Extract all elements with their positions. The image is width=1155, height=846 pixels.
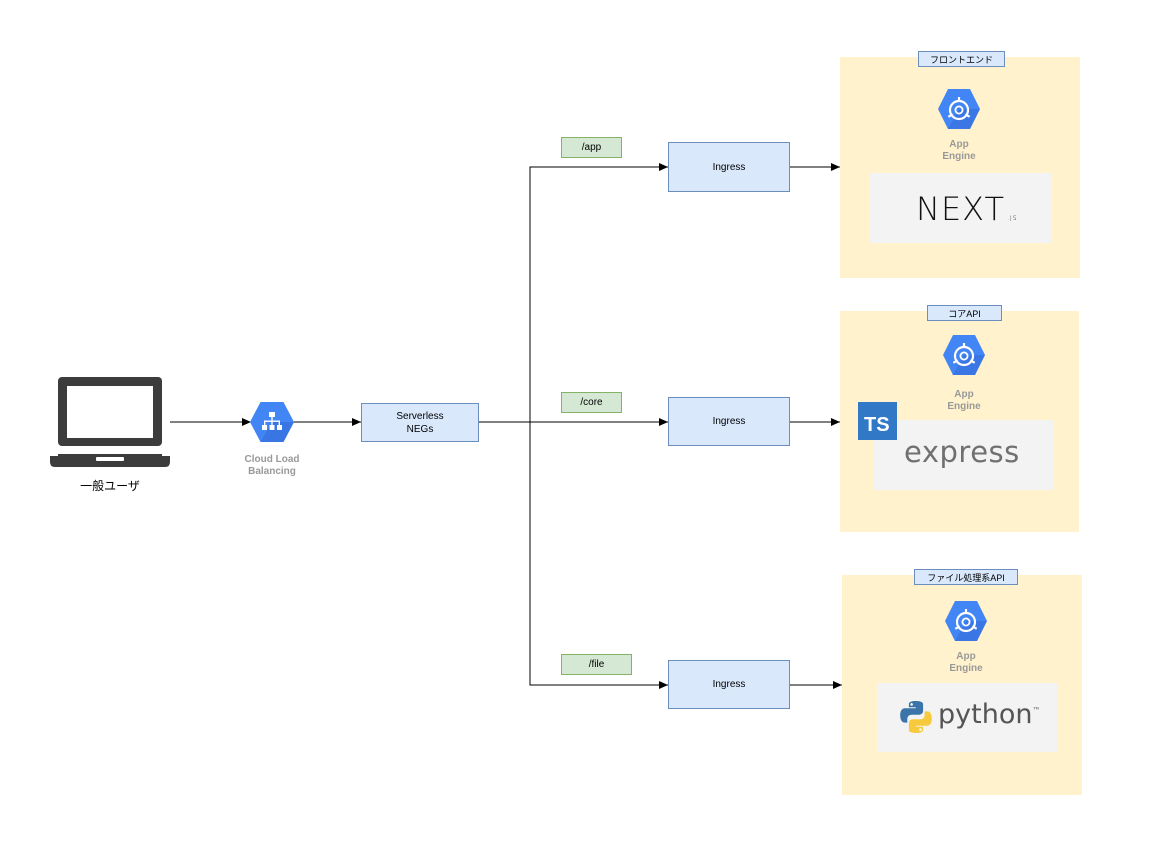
app-engine-label-core: App Engine bbox=[924, 389, 1004, 413]
engine-label-line1: App bbox=[949, 139, 969, 150]
engine-label-line2: Engine bbox=[949, 663, 983, 674]
route-label-app: /app bbox=[561, 137, 622, 158]
cloud-load-balancing-icon[interactable] bbox=[249, 401, 295, 443]
app-engine-icon bbox=[938, 89, 980, 129]
python-snake-icon bbox=[900, 701, 932, 733]
cloud-load-balancing-label: Cloud Load Balancing bbox=[232, 454, 312, 478]
user-node bbox=[50, 376, 172, 471]
app-engine-icon bbox=[945, 601, 987, 641]
engine-label-line2: Engine bbox=[947, 401, 981, 412]
engine-label-line2: Engine bbox=[942, 151, 976, 162]
lb-label-line1: Cloud Load bbox=[244, 454, 300, 465]
edge-neg-to-ingress-app bbox=[479, 163, 668, 423]
python-logo: python™ bbox=[877, 683, 1057, 752]
app-engine-label-frontend: App Engine bbox=[919, 139, 999, 163]
nextjs-wordmark: NEXT bbox=[916, 190, 1006, 228]
user-label: 一般ユーザ bbox=[80, 479, 140, 493]
engine-label-line1: App bbox=[956, 651, 976, 662]
python-tm: ™ bbox=[1032, 706, 1041, 715]
express-wordmark: express bbox=[904, 435, 1020, 469]
ingress-node-file[interactable]: Ingress bbox=[668, 660, 790, 709]
route-label-file: /file bbox=[561, 654, 632, 675]
route-label-core: /core bbox=[561, 392, 622, 413]
python-wordmark-wrap: python™ bbox=[938, 699, 1040, 730]
ingress-node-app[interactable]: Ingress bbox=[668, 142, 790, 192]
express-logo: express bbox=[874, 420, 1053, 490]
ingress-node-core[interactable]: Ingress bbox=[668, 397, 790, 446]
typescript-icon: TS bbox=[858, 402, 897, 440]
edge-neg-to-ingress-file bbox=[529, 422, 668, 689]
app-engine-label-file: App Engine bbox=[926, 651, 1006, 675]
app-engine-icon bbox=[943, 335, 985, 375]
python-wordmark: python bbox=[938, 699, 1033, 730]
neg-label-line1: Serverless bbox=[396, 410, 444, 422]
laptop-icon bbox=[50, 377, 170, 467]
nextjs-logo-text: NEXT.JS bbox=[916, 190, 1018, 228]
typescript-badge-text: TS bbox=[864, 414, 890, 436]
nextjs-logo: NEXT.JS bbox=[870, 173, 1051, 243]
engine-label-line1: App bbox=[954, 389, 974, 400]
core-api-tag: コアAPI bbox=[927, 305, 1002, 321]
file-api-tag: ファイル処理系API bbox=[914, 569, 1018, 585]
serverless-negs-node[interactable]: Serverless NEGs bbox=[361, 403, 479, 442]
lb-label-line2: Balancing bbox=[248, 466, 296, 477]
nextjs-suffix: .JS bbox=[1007, 215, 1018, 222]
neg-label-line2: NEGs bbox=[406, 423, 434, 435]
frontend-tag: フロントエンド bbox=[918, 51, 1005, 67]
